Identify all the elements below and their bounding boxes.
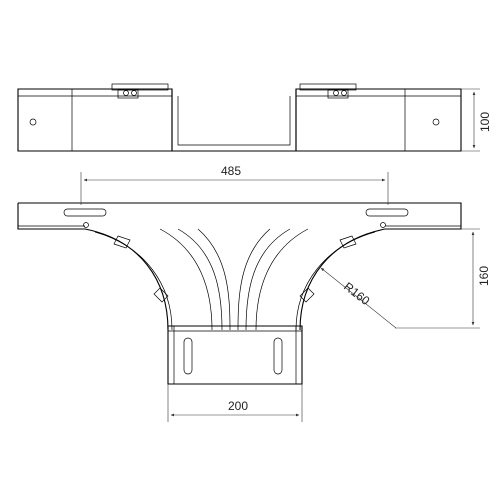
front-hole-right [432,118,440,126]
dimension-overall-width: 485 [80,164,389,205]
plan-main-run [17,202,462,230]
dimension-radius: R160 [320,267,397,329]
plan-left-bend-outer [84,228,169,331]
dimension-depth-label: 160 [477,266,491,286]
plan-branch-slot-left [183,337,193,375]
dimension-height: 100 [461,88,492,152]
front-coupler-left [111,83,169,99]
front-hole-left [29,118,37,126]
dimension-branch-width: 200 [167,384,303,422]
dimension-radius-label: R160 [341,279,372,308]
dimension-branch-width-label: 200 [228,399,248,413]
dimension-depth: 160 [395,228,491,329]
dimension-overall-width-label: 485 [221,164,241,178]
plan-slot-left [63,208,107,217]
front-left-panel [17,88,173,152]
front-right-panel [295,88,462,152]
plan-branch-slot-right [273,337,283,375]
plan-bend-clip-left [113,235,169,303]
plan-right-bend-outer [299,228,386,331]
dimension-height-label: 100 [478,112,492,132]
front-u-channel [171,89,297,152]
front-coupler-right [299,83,357,99]
front-elevation-view [17,83,462,152]
plan-view [17,202,462,385]
plan-slot-right [365,208,409,217]
plan-bend-clip-right [299,235,357,303]
